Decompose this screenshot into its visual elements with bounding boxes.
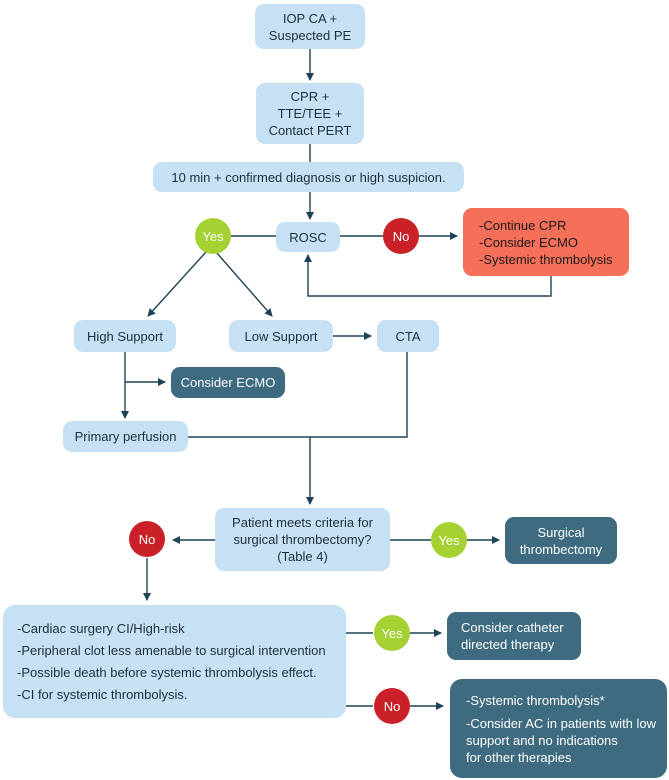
- conditions-line-1: -Cardiac surgery CI/High-risk: [17, 621, 185, 636]
- arrow-yes-to-high-support: [147, 251, 207, 317]
- rosc-box: ROSC: [276, 222, 340, 252]
- primary-perfusion-box: Primary perfusion: [63, 421, 188, 452]
- start-line-2: Suspected PE: [268, 27, 352, 43]
- continue-cpr-box: -Continue CPR -Consider ECMO -Systemic t…: [463, 208, 629, 276]
- conditions-line-2: -Peripheral clot less amenable to surgic…: [17, 643, 326, 658]
- conditions-line-3: -Possible death before systemic thrombol…: [17, 665, 317, 680]
- start-line-1: IOP CA +: [282, 10, 338, 26]
- systemic-line-1: -Systemic thrombolysis*: [466, 692, 605, 708]
- continue-line-2: -Consider ECMO: [479, 234, 578, 250]
- cpr-line-3: Contact PERT: [268, 123, 352, 138]
- surgical-thrombectomy-box: Surgical thrombectomy: [505, 517, 617, 564]
- start-box: IOP CA + Suspected PE: [255, 4, 365, 49]
- conditions-no-circle: No: [374, 688, 410, 724]
- criteria-no-circle: No: [129, 521, 165, 557]
- high-support-box: High Support: [74, 320, 176, 352]
- criteria-box: Patient meets criteria for surgical thro…: [215, 508, 390, 571]
- criteria-line-3: (Table 4): [277, 549, 328, 564]
- surgical-line-1: Surgical: [537, 524, 585, 540]
- surgical-line-2: thrombectomy: [519, 541, 603, 557]
- criteria-line-1: Patient meets criteria for: [232, 515, 373, 530]
- conditions-line-4: -CI for systemic thrombolysis.: [17, 687, 188, 702]
- systemic-thrombolysis-box: -Systemic thrombolysis* -Consider AC in …: [450, 679, 667, 778]
- line-cta-down: [310, 352, 408, 438]
- criteria-yes-circle: Yes: [431, 522, 467, 558]
- rosc-no-circle: No: [383, 218, 419, 254]
- catheter-line-1: Consider catheter: [461, 620, 564, 635]
- systemic-line-2: -Consider AC in patients with low: [466, 715, 657, 731]
- continue-line-3: -Systemic thrombolysis: [479, 251, 613, 267]
- catheter-therapy-box: Consider catheter directed therapy: [447, 612, 581, 660]
- systemic-line-4: for other therapies: [466, 749, 572, 765]
- cpr-line-1: CPR +: [290, 89, 330, 104]
- timer-box: 10 min + confirmed diagnosis or high sus…: [153, 162, 464, 192]
- cpr-box: CPR + TTE/TEE + Contact PERT: [256, 83, 364, 144]
- consider-ecmo-box: Consider ECMO: [171, 367, 285, 398]
- conditions-box: -Cardiac surgery CI/High-risk -Periphera…: [3, 605, 346, 718]
- catheter-line-2: directed therapy: [461, 637, 555, 652]
- rosc-yes-circle: Yes: [195, 218, 231, 254]
- cpr-line-2: TTE/TEE +: [277, 106, 343, 121]
- continue-line-1: -Continue CPR: [479, 217, 567, 233]
- arrow-yes-to-low-support: [215, 251, 273, 317]
- arrow-continue-back-to-rosc: [304, 254, 552, 297]
- low-support-box: Low Support: [229, 320, 333, 352]
- conditions-yes-circle: Yes: [374, 615, 410, 651]
- criteria-line-2: surgical thrombectomy?: [233, 532, 372, 547]
- systemic-line-3: support and no indications: [466, 732, 618, 748]
- cta-box: CTA: [377, 320, 439, 352]
